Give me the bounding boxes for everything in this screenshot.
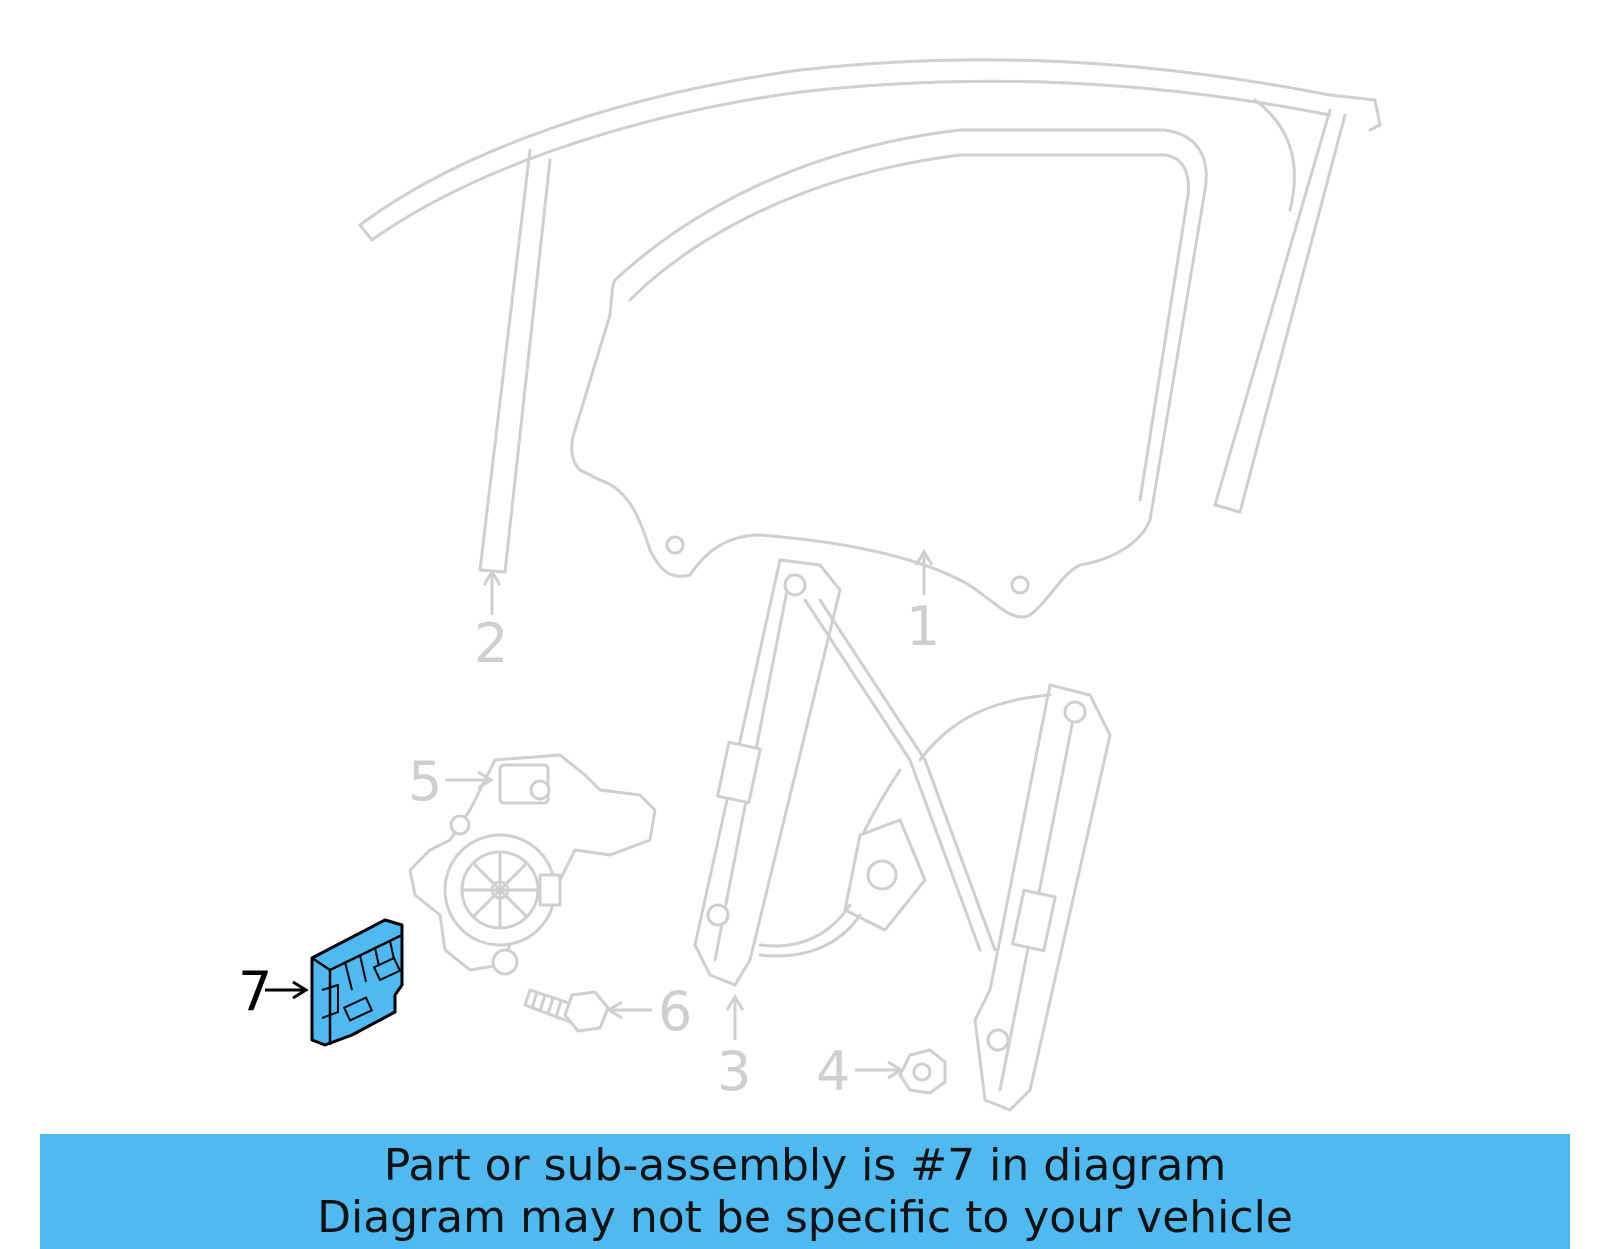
callout-label-7: 7 [238,960,272,1023]
banner-line-part-number: Part or sub-assembly is #7 in diagram [383,1139,1227,1191]
callout-arrow-7 [265,980,309,1000]
callout-label-5: 5 [408,750,442,813]
info-banner: Part or sub-assembly is #7 in diagram Di… [40,1134,1570,1249]
part-5-window-motor [408,753,657,976]
exploded-parts-diagram: 1 2 3 4 5 6 7 [238,58,1382,1112]
callout-label-4: 4 [816,1040,850,1103]
callout-arrow-2 [482,569,502,615]
banner-line-disclaimer: Diagram may not be specific to your vehi… [317,1191,1293,1243]
callout-arrow-5 [445,770,494,790]
callout-label-1: 1 [906,595,940,658]
part-1-door-glass [570,128,1208,619]
part-6-bolt [523,988,610,1033]
part-2-door-frame [358,58,1382,574]
part-7-control-module [310,918,404,1047]
callout-label-2: 2 [474,612,508,675]
callout-arrow-1 [914,549,934,595]
callout-arrow-3 [725,994,745,1040]
callout-arrow-4 [855,1060,904,1080]
part-3-window-regulator [693,558,1112,1112]
callout-label-3: 3 [717,1040,751,1103]
callout-arrow-6 [606,1000,652,1020]
callout-label-6: 6 [658,980,692,1043]
part-4-nut [898,1048,947,1095]
